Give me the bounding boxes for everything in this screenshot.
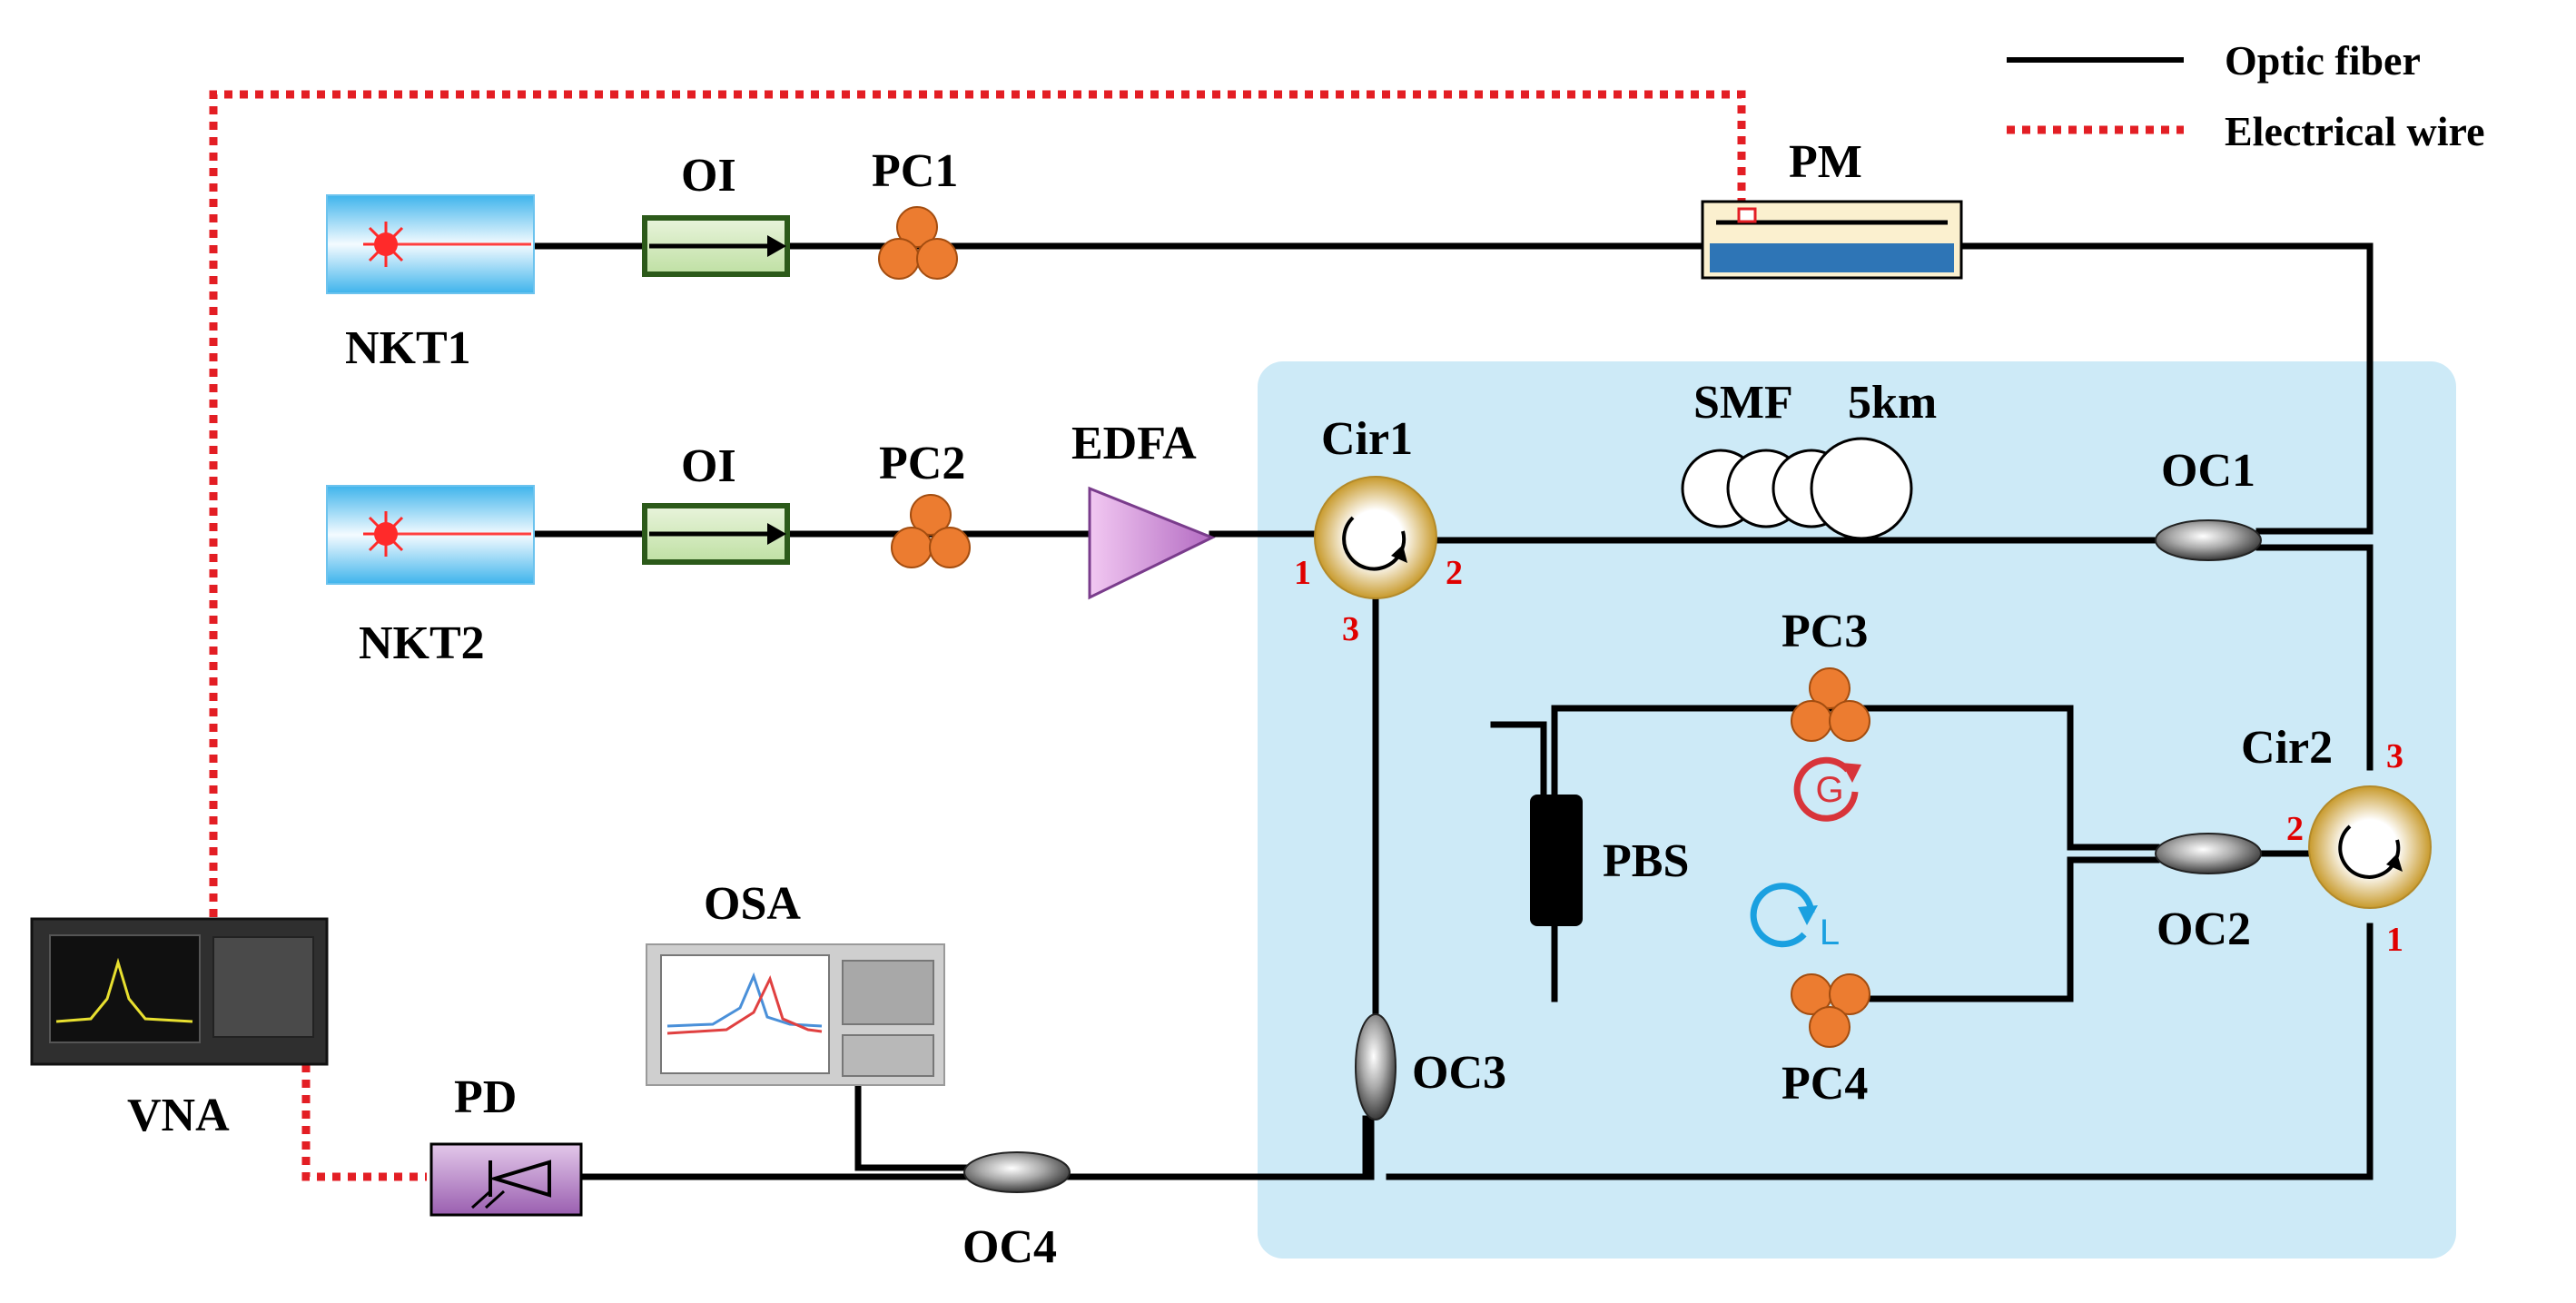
oc1-label: OC1	[2161, 445, 2255, 497]
legend-fiber-label: Optic fiber	[2225, 37, 2421, 84]
cir1-label: Cir1	[1321, 413, 1413, 465]
phase-modulator	[1701, 200, 1963, 280]
pc1-paddles	[878, 206, 958, 280]
nkt2-laser	[326, 485, 535, 585]
cir2-port1: 1	[2386, 921, 2403, 959]
pc3-paddles	[1791, 667, 1870, 742]
nkt1-laser	[326, 194, 535, 294]
pc4-label: PC4	[1781, 1058, 1868, 1110]
cir1-port2: 2	[1446, 554, 1463, 592]
optical-isolator-2	[642, 503, 790, 565]
cir2-port3: 3	[2386, 737, 2403, 775]
wire-vna-to-pm	[209, 90, 1746, 917]
osa-label: OSA	[704, 878, 801, 930]
oc1-coupler	[2155, 519, 2262, 561]
osa-instrument	[646, 943, 945, 1086]
edfa-label: EDFA	[1071, 418, 1197, 469]
vna-label: VNA	[127, 1090, 230, 1141]
circulator-1	[1314, 476, 1437, 599]
smf-length-label: 5km	[1848, 377, 1937, 429]
circulator-2	[2308, 785, 2432, 909]
loss-direction-marker: L	[1750, 883, 1840, 953]
nkt1-label: NKT1	[345, 322, 471, 374]
legend-wire-label: Electrical wire	[2225, 108, 2485, 154]
loss-marker-label: L	[1820, 913, 1840, 953]
legend: Optic fiber Electrical wire	[2007, 37, 2485, 154]
cir2-label: Cir2	[2241, 722, 2333, 774]
wire-vna-to-pd	[301, 1064, 427, 1181]
oc2-label: OC2	[2157, 903, 2251, 955]
oc4-coupler	[963, 1151, 1071, 1193]
cir1-port3: 3	[1342, 610, 1359, 648]
pc2-label: PC2	[879, 438, 965, 489]
vna-instrument	[30, 917, 329, 1066]
oc3-coupler	[1355, 1013, 1397, 1120]
edfa-amplifier	[1088, 486, 1216, 600]
loop-region	[1258, 361, 2456, 1259]
pm-label: PM	[1789, 136, 1862, 188]
cir1-port1: 1	[1294, 554, 1311, 592]
optical-isolator-1	[642, 215, 790, 277]
nkt2-label: NKT2	[359, 617, 485, 669]
cir2-port2: 2	[2286, 810, 2304, 848]
fiber-paths	[532, 242, 2374, 1180]
smf-label: SMF	[1693, 377, 1793, 429]
gain-direction-marker: G	[1793, 756, 1861, 822]
smf-spool	[1681, 437, 1913, 540]
oc3-label: OC3	[1412, 1047, 1506, 1099]
pc3-label: PC3	[1781, 606, 1868, 657]
oc4-label: OC4	[962, 1221, 1057, 1273]
photodetector	[429, 1142, 583, 1217]
oi1-label: OI	[681, 150, 736, 202]
pbs-label: PBS	[1603, 835, 1689, 887]
oc2-coupler	[2155, 833, 2262, 874]
pd-label: PD	[454, 1071, 517, 1123]
pc2-paddles	[891, 494, 971, 568]
gain-marker-label: G	[1815, 770, 1843, 810]
pc4-paddles	[1791, 973, 1870, 1048]
pc1-label: PC1	[872, 145, 958, 197]
oi2-label: OI	[681, 440, 736, 492]
pbs-block	[1530, 795, 1583, 926]
